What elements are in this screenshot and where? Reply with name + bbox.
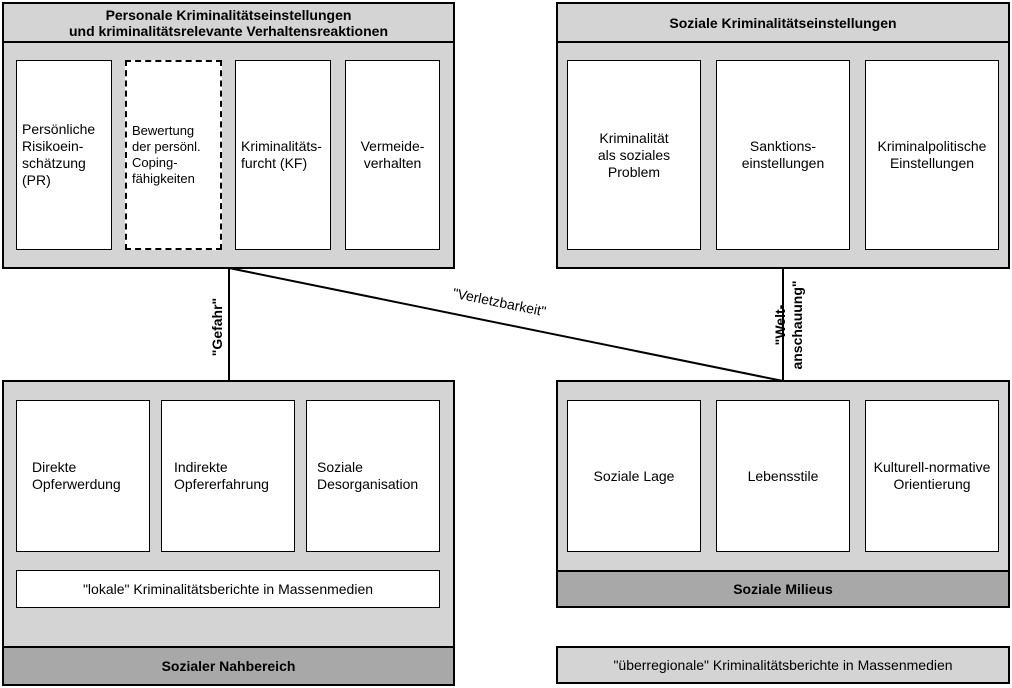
social-attitudes-title: Soziale Kriminalitätseinstellungen xyxy=(556,2,1010,43)
indirect-victimization-box: Indirekte Opfererfahrung xyxy=(161,400,295,552)
milieus-footer: Soziale Milieus xyxy=(556,570,1010,608)
coping-box: Bewertung der persönl. Coping- fähigkeit… xyxy=(125,60,222,250)
sanction-attitudes-box: Sanktions- einstellungen xyxy=(716,60,850,250)
crime-social-problem-box: Kriminalität als soziales Problem xyxy=(567,60,701,250)
local-media-box: "lokale" Kriminalitätsberichte in Massen… xyxy=(16,570,440,608)
crime-fear-box: Kriminalitäts- furcht (KF) xyxy=(235,60,331,250)
global-media-box: "überregionale" Kriminalitätsberichte in… xyxy=(556,646,1010,684)
nahbereich-footer: Sozialer Nahbereich xyxy=(2,646,455,686)
avoidance-box: Vermeide- verhalten xyxy=(345,60,440,250)
risk-assessment-box: Persönliche Risikoein- schätzung (PR) xyxy=(16,60,112,250)
cultural-orientation-box: Kulturell-normative Orientierung xyxy=(865,400,999,552)
direct-victimization-box: Direkte Opferwerdung xyxy=(16,400,150,552)
lifestyles-box: Lebensstile xyxy=(716,400,850,552)
social-disorganization-box: Soziale Desorganisation xyxy=(306,400,440,552)
gefahr-label: "Gefahr" xyxy=(209,297,225,357)
crime-policy-box: Kriminalpolitische Einstellungen xyxy=(865,60,999,250)
personal-title: Personale Kriminalitätseinstellungen und… xyxy=(2,2,455,43)
verletzbarkeit-line xyxy=(228,267,784,382)
social-situation-box: Soziale Lage xyxy=(567,400,701,552)
weltanschauung-label: "Welt- anschauung" xyxy=(772,280,805,370)
